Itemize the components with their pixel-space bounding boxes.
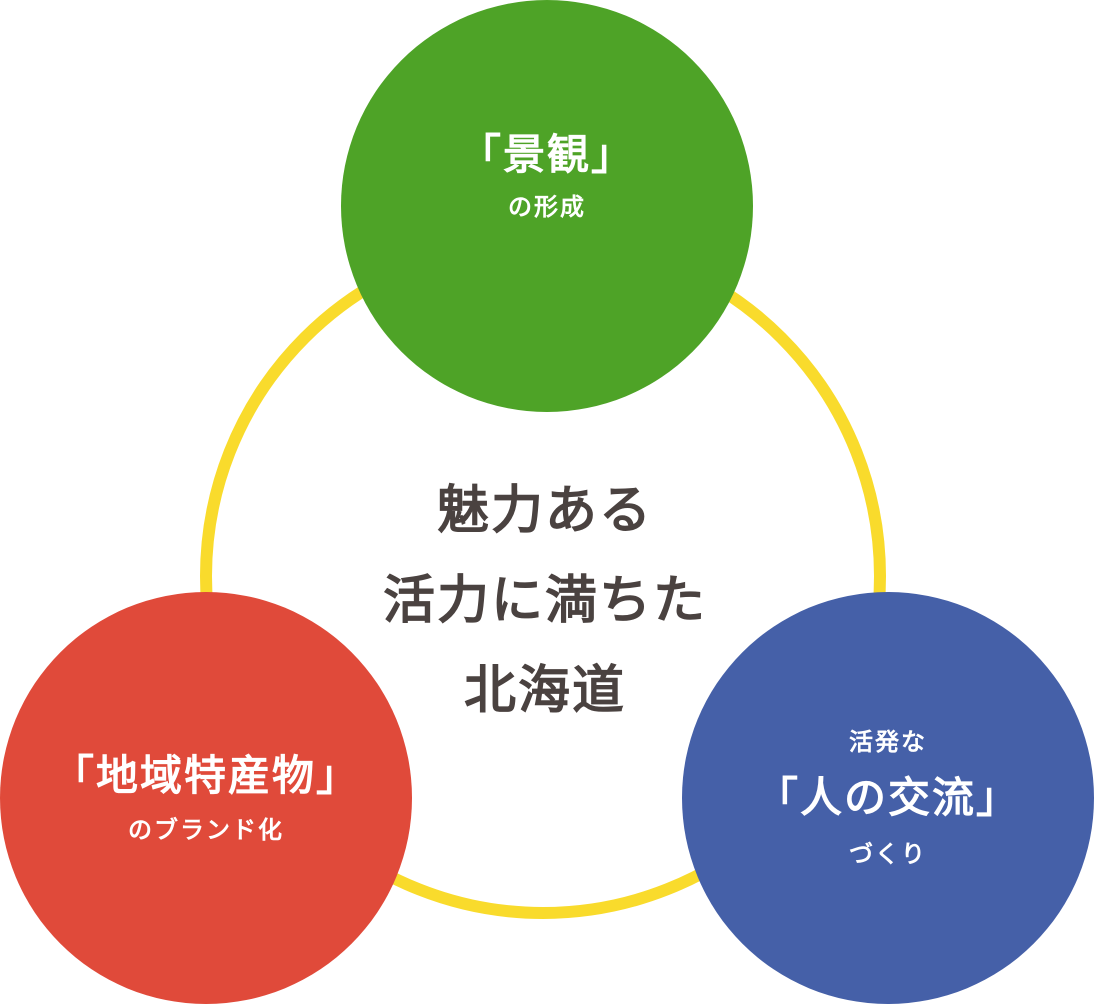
people-exchange-sub-label: づくり: [849, 840, 927, 868]
people-exchange-circle: 活発な 「人の交流」 づくり: [682, 592, 1094, 1004]
people-exchange-main-label: 「人の交流」: [755, 773, 1020, 822]
center-line-2: 活力に満ちた: [382, 571, 707, 631]
center-statement: 魅力ある 活力に満ちた 北海道: [280, 466, 810, 736]
local-products-main-label: 「地域特産物」: [51, 751, 360, 800]
local-products-sub-label: のブランド化: [128, 816, 284, 844]
center-line-1: 魅力ある: [436, 481, 653, 541]
people-exchange-pre-label: 活発な: [849, 728, 927, 756]
landscape-sub-label: の形成: [508, 193, 586, 221]
local-products-circle: 「地域特産物」 のブランド化: [0, 592, 412, 1004]
center-line-3: 北海道: [463, 661, 626, 721]
landscape-main-label: 「景観」: [458, 130, 635, 179]
landscape-circle: 「景観」 の形成: [341, 0, 753, 412]
